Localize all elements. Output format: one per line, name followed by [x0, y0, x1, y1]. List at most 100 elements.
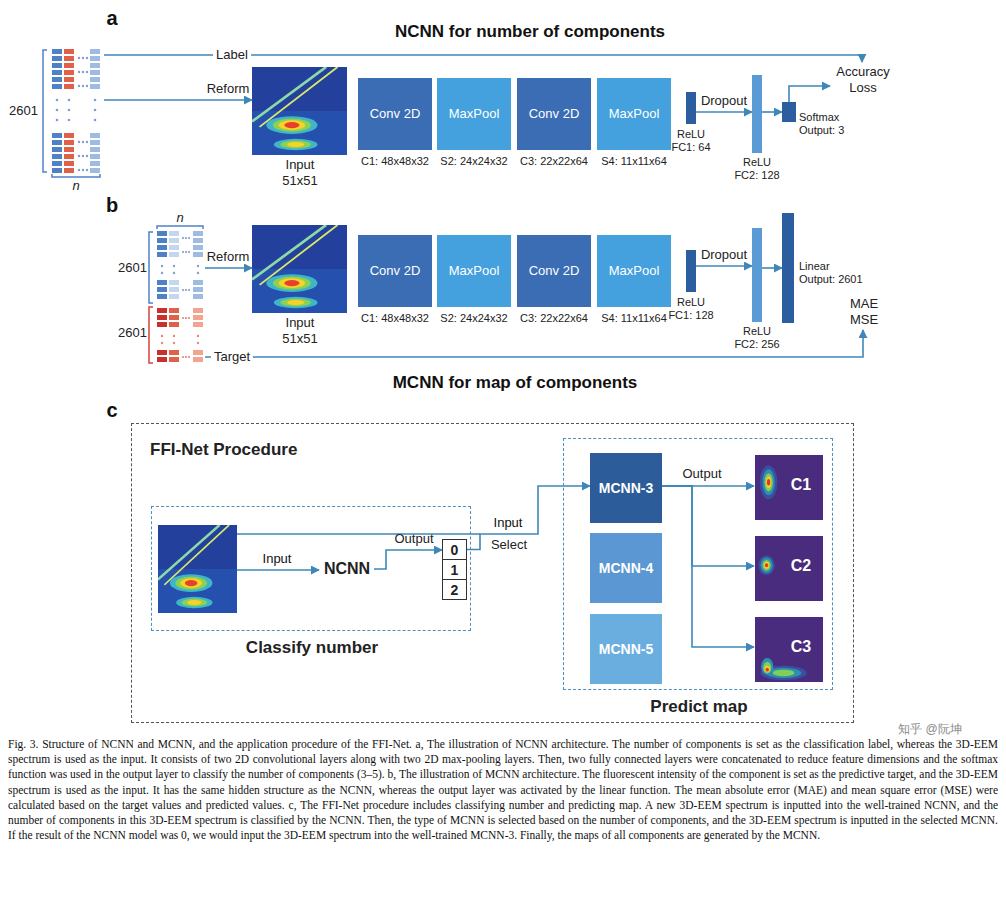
node-text: S4: 11x11x64 [591, 155, 677, 168]
input-arrow [237, 569, 319, 571]
node-text: ReLU FC1: 64 [665, 128, 717, 154]
node-text: Conv 2D [529, 263, 580, 279]
layer-box: Conv 2DC1: 48x48x32 [358, 235, 432, 307]
dense-layer-bar: ReLU FC2: 256 [752, 228, 762, 322]
edge-label: Output [682, 466, 721, 482]
node-text: 2601 [0, 103, 38, 119]
eem-heatmap [252, 225, 347, 313]
node-text: MaxPool [609, 106, 660, 122]
edge-label: Reform [207, 249, 250, 265]
component-map-box: C1 [754, 454, 822, 519]
output-cell: 2 [442, 579, 467, 600]
eem-heatmap [158, 525, 237, 613]
node-text: Input 51x51 [274, 157, 326, 188]
node-text: Conv 2D [529, 106, 580, 122]
output-cell: 0 [442, 539, 467, 560]
component-map-box: C2 [754, 535, 822, 600]
output-layer-box: Softmax Output: 3 [782, 102, 796, 122]
node-text: C3: 22x22x64 [511, 155, 597, 168]
eem-input-image: Input 51x51 [252, 67, 347, 155]
node-text: ReLU FC2: 128 [731, 156, 783, 182]
node-text: C1: 48x48x32 [352, 312, 438, 325]
node-text: S2: 24x24x32 [431, 312, 517, 325]
loss-label: MAE MSE [842, 294, 886, 330]
node-text: MCNN-5 [599, 641, 653, 658]
eem-heatmap [252, 67, 347, 155]
panel-letter: c [106, 398, 117, 422]
figure-caption: Fig. 3. Structure of NCNN and MCNN, and … [8, 737, 998, 843]
connector-arrow [762, 267, 782, 269]
arrow-label: Input [263, 551, 292, 567]
layer-box: Conv 2DC3: 22x22x64 [517, 78, 591, 150]
node-text: FFI-Net Procedure [150, 440, 450, 460]
dense-layer-bar: ReLU FC2: 128 [752, 75, 762, 153]
node-text: Classify number [152, 638, 472, 658]
edge-label: Select [491, 537, 527, 553]
node-text: Softmax Output: 3 [799, 111, 857, 137]
layer-box: Conv 2DC3: 22x22x64 [517, 235, 591, 307]
edge-label: Output [394, 531, 433, 547]
connector-arrow [762, 111, 782, 113]
node-text: Conv 2D [370, 263, 421, 279]
model-box: MCNN-5 [590, 614, 662, 684]
output-cell: 1 [442, 559, 467, 580]
edge-label: Label [213, 47, 251, 63]
node-text: ReLU FC1: 128 [665, 296, 717, 322]
model-box: MCNN-4 [590, 533, 662, 603]
matrix-illustration [149, 226, 203, 364]
eem-input-image: Input 51x51 [252, 225, 347, 313]
matrix-illustration [43, 49, 100, 177]
input-line [237, 533, 480, 535]
connector-arrow [467, 486, 590, 550]
node-text: n [48, 178, 104, 194]
node-text: Predict map [564, 697, 834, 717]
model-label: NCNN [320, 558, 374, 580]
connector-arrow [662, 486, 754, 647]
node-text: C2 [784, 556, 818, 575]
layer-box: Conv 2DC1: 48x48x32 [358, 78, 432, 150]
node-text: n [155, 210, 205, 226]
node-text: C3: 22x22x64 [511, 312, 597, 325]
node-text: S4: 11x11x64 [591, 312, 677, 325]
node-text: 0 [451, 541, 459, 558]
layer-box: MaxPoolS2: 24x24x32 [437, 235, 511, 307]
output-layer-bar: Linear Output: 2601 [782, 213, 794, 323]
stage-frame: Classify numberNCNN012 [151, 506, 471, 631]
panel-letter: a [106, 6, 117, 30]
panel-letter: b [106, 193, 118, 217]
connector-arrow [696, 265, 752, 267]
arrow-label: Input [494, 515, 523, 531]
node-text: MaxPool [609, 263, 660, 279]
connector-arrow [662, 486, 754, 566]
node-text: MCNN-3 [599, 480, 653, 497]
node-text: ReLU FC2: 256 [731, 325, 783, 351]
node-text: 2 [451, 581, 459, 598]
layer-box: MaxPoolS4: 11x11x64 [597, 235, 671, 307]
panel-title: NCNN for number of components [395, 22, 665, 42]
node-text: Input 51x51 [274, 315, 326, 346]
target-matrix: 2601 [155, 305, 205, 363]
component-map [755, 617, 823, 682]
edge-label: Reform [207, 81, 250, 97]
node-text: Conv 2D [370, 106, 421, 122]
connector-arrow [205, 267, 252, 269]
loss-label: Accuracy Loss [830, 62, 896, 98]
node-text: C3 [784, 637, 818, 656]
node-text: S2: 24x24x32 [431, 155, 517, 168]
input-matrix: n2601 [155, 232, 205, 305]
edge-label: Dropout [701, 247, 747, 263]
connector-arrow [104, 99, 252, 101]
dense-layer-bar: ReLU FC1: 64 [686, 92, 696, 124]
node-text: MCNN-4 [599, 560, 653, 577]
component-map [755, 455, 823, 520]
node-text: MaxPool [449, 263, 500, 279]
node-text: C1: 48x48x32 [352, 155, 438, 168]
component-map-box: C3 [754, 616, 822, 681]
node-text: C1 [784, 475, 818, 494]
component-map [755, 536, 823, 601]
procedure-frame: FFI-Net ProcedureClassify number NCNN 012P… [131, 423, 854, 723]
node-text: NCNN [324, 559, 370, 578]
node-text: MaxPool [449, 106, 500, 122]
node-text: Linear Output: 2601 [799, 260, 867, 286]
